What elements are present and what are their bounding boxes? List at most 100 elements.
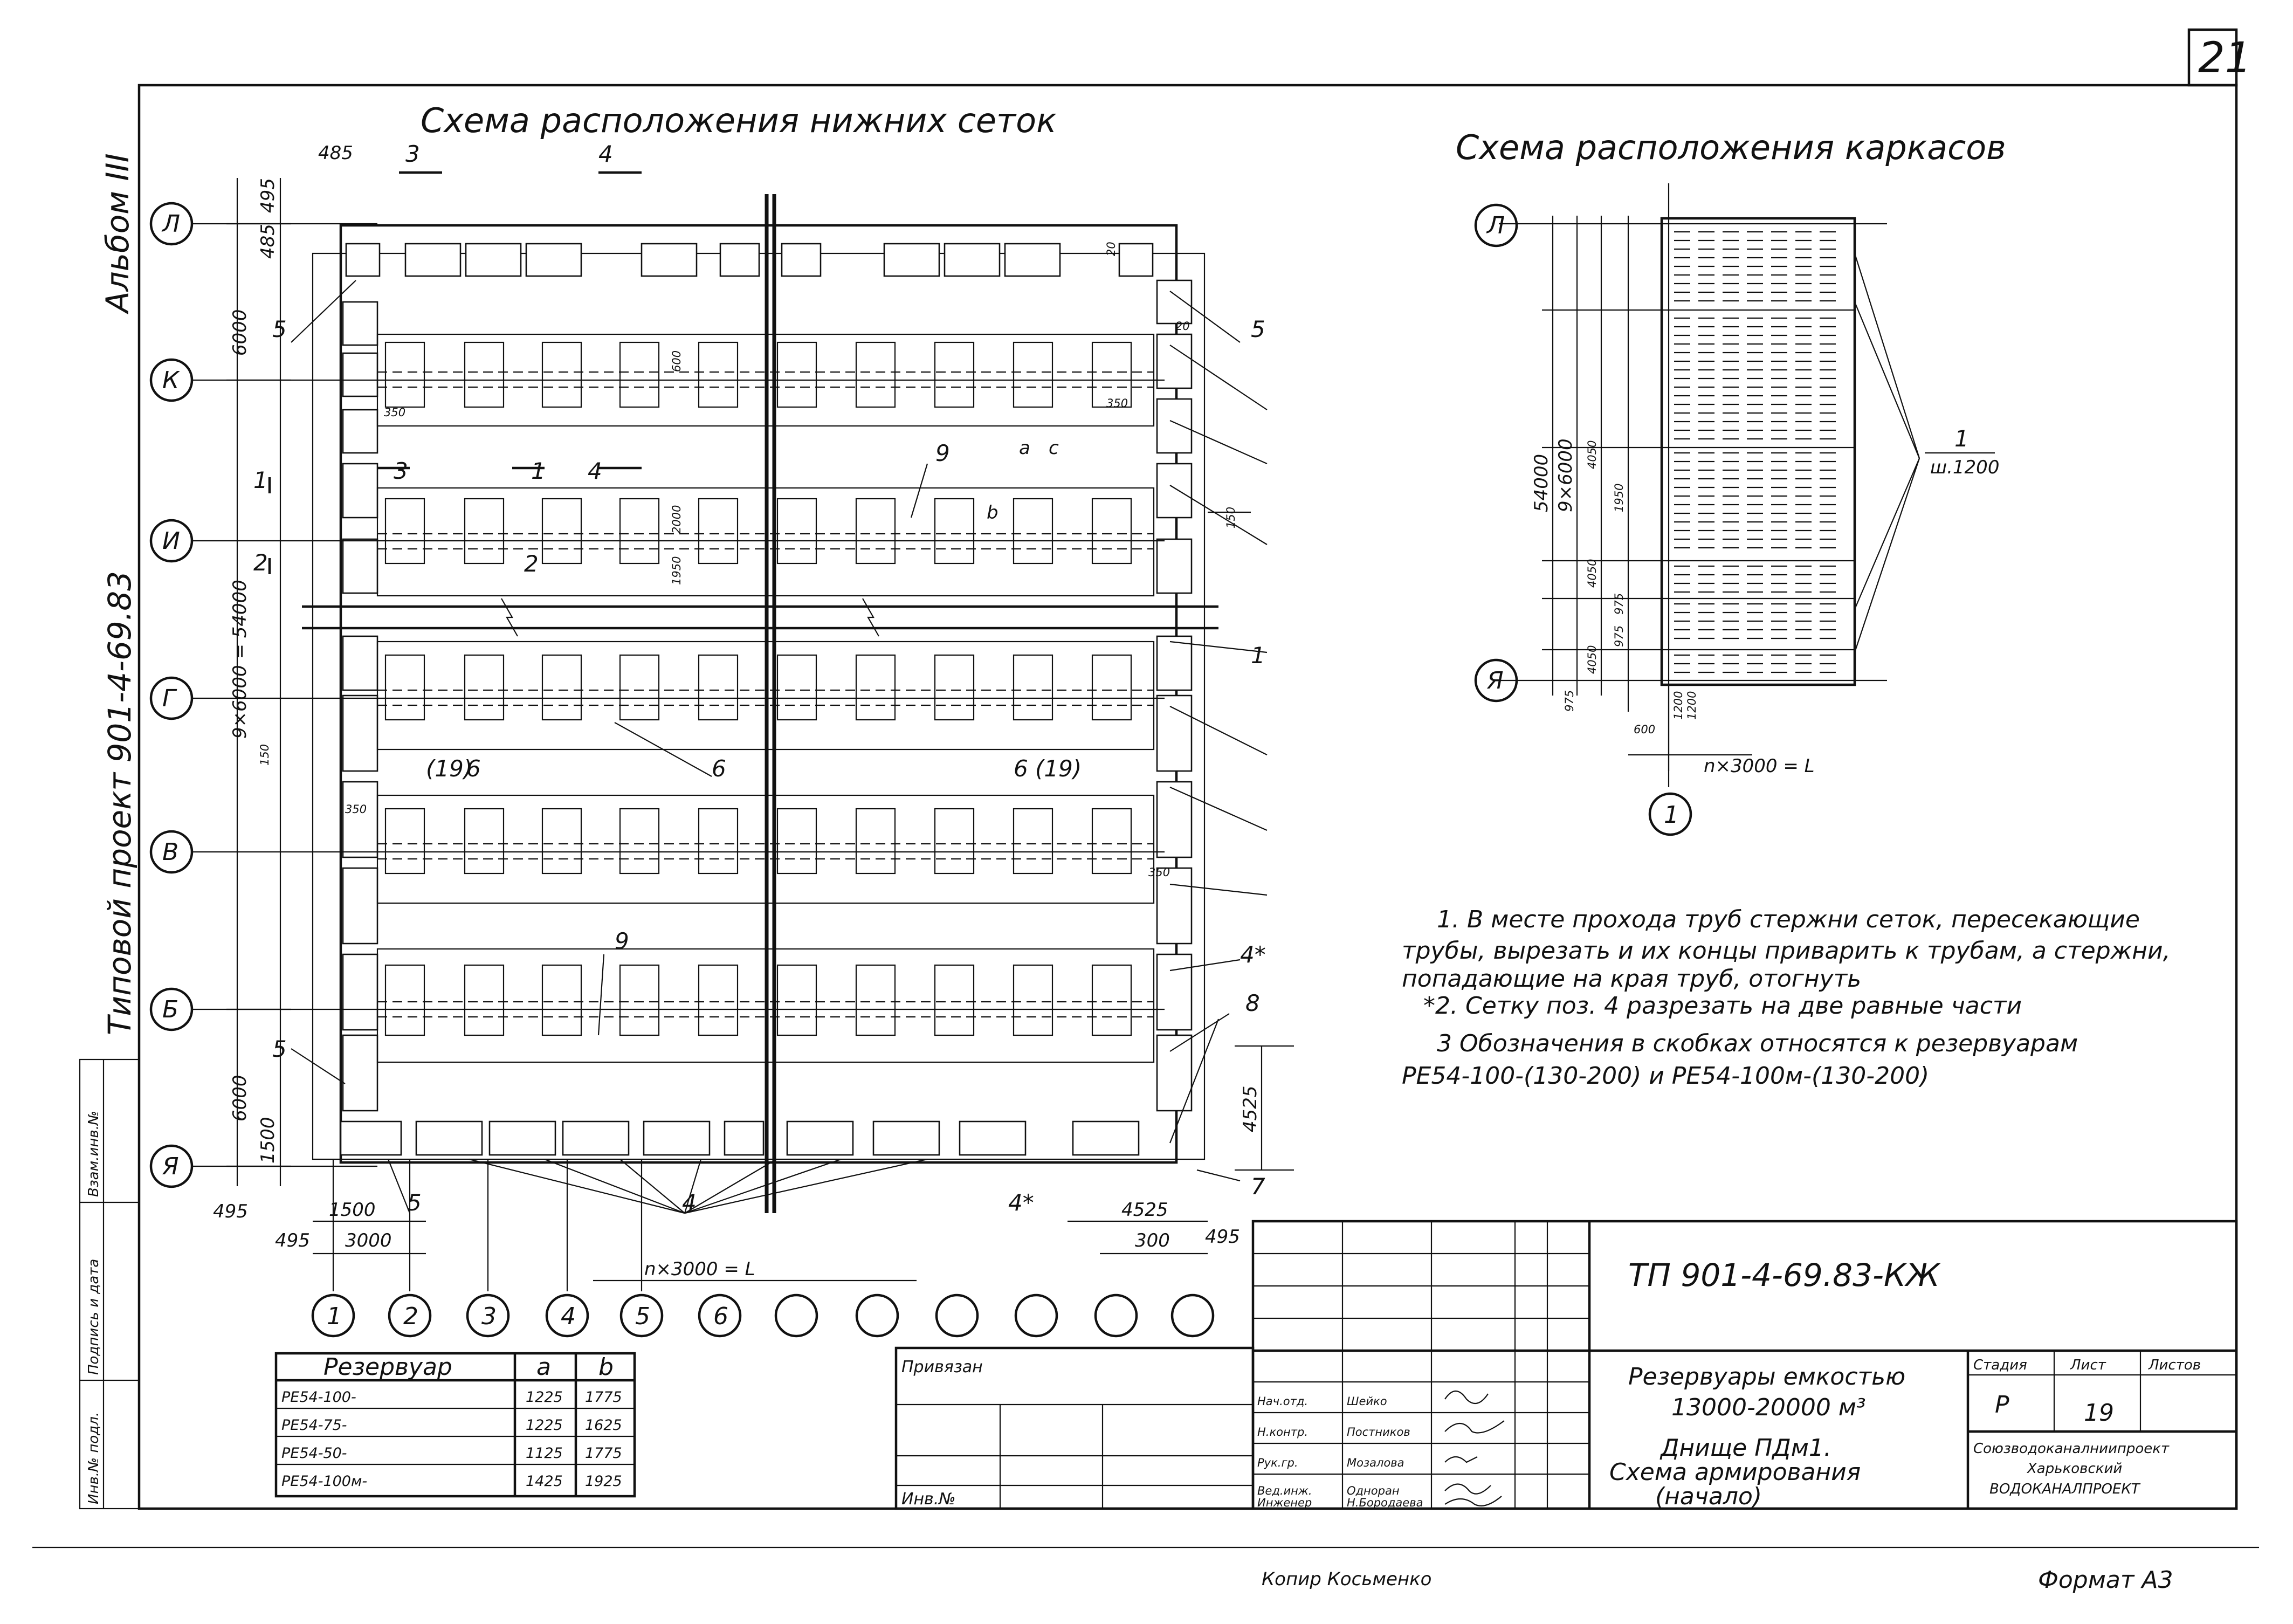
- dim-350-d: 350: [1148, 866, 1170, 879]
- signer-name-4: Одноран: [1347, 1484, 1400, 1497]
- note-line-4: *2. Сетку поз. 4 разрезать на две равные…: [1423, 992, 2022, 1020]
- right-dimension-marks: [1208, 511, 1294, 1171]
- mesh-band-5: [376, 948, 1155, 1063]
- axis-bubble-right-L: [1474, 203, 1518, 247]
- bottom-dimension-chain: [313, 1220, 1208, 1282]
- sheet-number: 21: [2198, 34, 2251, 82]
- reservoir-table: [274, 1352, 636, 1498]
- position-4star-bottom: 4*: [1008, 1189, 1034, 1216]
- organization-line-2: Харьковский: [2026, 1461, 2122, 1477]
- axis-bubble-V: [149, 830, 194, 874]
- table-cell-r3-name: РЕ54-50-: [281, 1445, 347, 1462]
- right-dim-1950: 1950: [1613, 484, 1626, 512]
- left-drawing-title: Схема расположения нижних сеток: [421, 101, 1057, 140]
- object-name-line-2: 13000-20000 м³: [1671, 1394, 1866, 1421]
- axis-bubble-L: [149, 202, 194, 246]
- table-cell-r2-b: 1625: [585, 1417, 622, 1434]
- dim-20-b: 20: [1105, 242, 1118, 256]
- sheets-header: Листов: [2148, 1357, 2201, 1373]
- dim-b-label: b: [987, 502, 999, 524]
- dim-300-bot: 300: [1135, 1230, 1170, 1251]
- axis-bubble-B: [149, 987, 194, 1031]
- axis-label-V: В: [162, 838, 178, 866]
- signer-name-3: Мозалова: [1347, 1456, 1404, 1469]
- inventory-label: Инв.№: [901, 1490, 955, 1509]
- stage-header: Стадия: [1973, 1357, 2027, 1373]
- right-dim-1200-a: 1200: [1672, 691, 1685, 720]
- table-header-b: b: [598, 1353, 614, 1381]
- dim-span-label: 9×6000 = 54000: [229, 580, 251, 739]
- dim-350-c: 350: [345, 803, 367, 816]
- dim-c-label: c: [1049, 437, 1059, 459]
- axis-bubble-col-5: [619, 1293, 664, 1338]
- table-header-a: a: [536, 1353, 551, 1381]
- dim-485-top: 485: [318, 142, 353, 164]
- axis-bubble-col-2: [388, 1293, 432, 1338]
- axis-label-I: И: [162, 527, 180, 555]
- section-2-left: 2: [253, 549, 268, 576]
- axis-label-col-1: 1: [327, 1303, 342, 1330]
- table-cell-r2-name: РЕ54-75-: [281, 1417, 347, 1434]
- dim-495-right: 495: [1205, 1226, 1240, 1248]
- format-label: Формат А3: [2038, 1566, 2173, 1594]
- sheet-header: Лист: [2070, 1357, 2106, 1373]
- axis-label-right-1: 1: [1664, 801, 1679, 829]
- right-dim-1200-b: 1200: [1685, 691, 1698, 720]
- axis-bubble-col-3: [466, 1293, 510, 1338]
- dim-600: 600: [670, 350, 683, 372]
- position-6-center: 6: [712, 755, 726, 782]
- sheet-name-line-1: Днище ПДм1.: [1660, 1434, 1831, 1462]
- position-5-left: 5: [272, 1036, 287, 1062]
- table-cell-r4-name: РЕ54-100м-: [281, 1473, 367, 1490]
- axis-label-col-2: 2: [403, 1303, 418, 1330]
- note-line-3: попадающие на края труб, отогнуть: [1402, 965, 1861, 993]
- stage-value: Р: [1995, 1391, 2009, 1419]
- sheet-name-line-2: Схема армирования: [1609, 1458, 1861, 1486]
- privyazan-label: Привязан: [901, 1358, 983, 1377]
- axis-label-Ya: Я: [162, 1153, 179, 1180]
- left-mesh-column: [342, 301, 378, 1112]
- table-cell-r4-a: 1425: [526, 1473, 563, 1490]
- side-stamp: [79, 1058, 140, 1510]
- organization-line-3: ВОДОКАНАЛПРОЕКТ: [1989, 1481, 2141, 1497]
- table-cell-r1-b: 1775: [585, 1389, 622, 1406]
- right-dim-span: 9×6000: [1555, 438, 1576, 512]
- axis-label-col-3: 3: [481, 1303, 497, 1330]
- signer-role-2: Н.контр.: [1257, 1426, 1308, 1439]
- note-line-2: трубы, вырезать и их концы приварить к т…: [1402, 937, 2171, 965]
- axis-label-right-L: Л: [1486, 212, 1505, 239]
- dim-6000-top: 6000: [229, 309, 251, 356]
- signer-role-4: Вед.инж.: [1257, 1484, 1312, 1497]
- section-1-left: 1: [253, 467, 268, 493]
- table-cell-r3-a: 1125: [526, 1445, 563, 1462]
- dim-2000: 2000: [670, 505, 683, 534]
- position-6-right: 6: [1014, 755, 1028, 782]
- axis-label-col-6: 6: [713, 1303, 728, 1330]
- right-dim-975-b: 975: [1613, 625, 1626, 647]
- dim-4525-bot: 4525: [1121, 1199, 1168, 1221]
- dim-495-bot2: 495: [275, 1230, 310, 1251]
- note-line-1: 1. В месте прохода труб стержни сеток, п…: [1437, 906, 2140, 933]
- copied-by: Копир Косьменко: [1262, 1568, 1431, 1590]
- dim-a-label: a: [1019, 437, 1030, 459]
- right-dim-975-a: 975: [1613, 593, 1626, 615]
- bottom-mesh-row: [340, 1120, 1140, 1156]
- axis-bubble-right-Ya: [1474, 658, 1518, 703]
- dim-20-a: 20: [1175, 320, 1190, 333]
- mesh-band-3: [376, 641, 1155, 751]
- frame-callout-leaders: [1854, 253, 1995, 653]
- title-block-frame: [1251, 1220, 2238, 1510]
- break-line: [302, 598, 1218, 637]
- right-mesh-column: [1156, 279, 1193, 1112]
- section-3-mid: 3: [394, 458, 408, 484]
- signer-name-5: Н.Бородаева: [1347, 1496, 1423, 1509]
- position-19-right: (19): [1035, 755, 1082, 782]
- section-1-mid: 1: [531, 458, 546, 484]
- stamp-label-signature: Подпись и дата: [86, 1259, 102, 1375]
- position-5-bottom: 5: [407, 1189, 422, 1216]
- dim-4525-right: 4525: [1240, 1085, 1261, 1132]
- signer-role-1: Нач.отд.: [1257, 1395, 1308, 1408]
- dim-350-a: 350: [384, 406, 405, 419]
- sheet-value: 19: [2084, 1399, 2114, 1427]
- signature-marks: [1444, 1390, 1505, 1506]
